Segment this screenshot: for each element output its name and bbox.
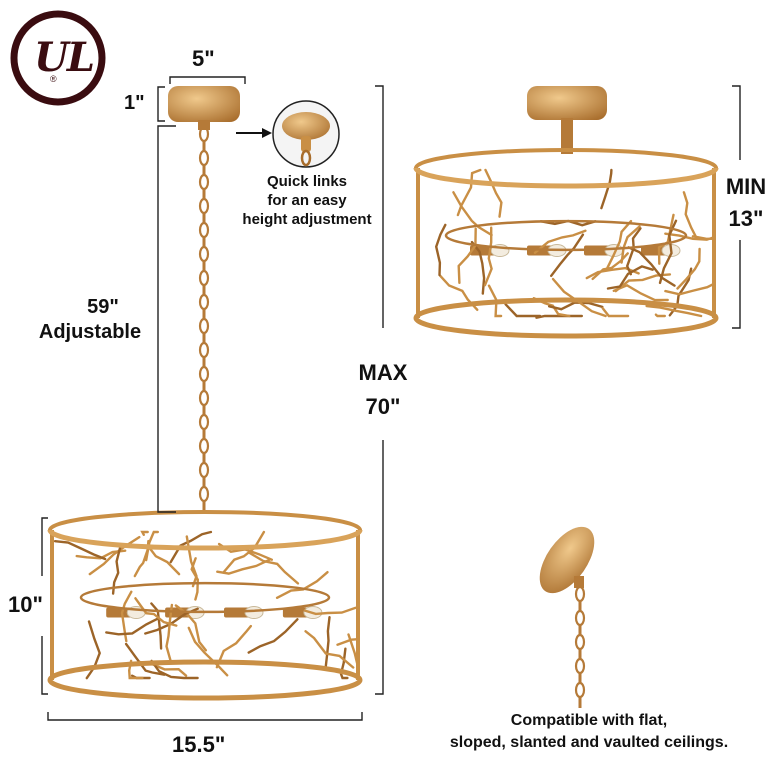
compatibility-line: sloped, slanted and vaulted ceilings. <box>449 734 729 751</box>
shade-width-label: 15.5" <box>172 732 226 757</box>
ul-logo: UL ® <box>14 14 102 102</box>
shade-height-line-top <box>41 517 48 576</box>
canopy-height-line <box>157 86 165 122</box>
semiflush-shade <box>413 148 719 339</box>
quick-links-note: Quick links for an easy height adjustmen… <box>232 172 382 229</box>
quick-links-line: height adjustment <box>242 211 372 228</box>
max-height-value: 70" <box>365 394 401 419</box>
quick-links-line: Quick links <box>266 173 348 190</box>
sloped-chain <box>574 585 586 708</box>
quick-links-line: for an easy <box>267 192 347 209</box>
max-height-title: MAX <box>358 360 408 385</box>
arrow-right-icon <box>236 128 272 138</box>
min-height-line-top <box>732 85 741 160</box>
canopy-height-label: 1" <box>124 92 145 114</box>
sloped-ceiling-canopy <box>539 526 595 594</box>
semiflush-canopy <box>527 86 607 154</box>
quick-link-detail <box>272 100 340 168</box>
compatibility-line: Compatible with flat, <box>510 712 668 729</box>
shade-width-line <box>47 712 363 721</box>
chain-length-line <box>157 125 176 513</box>
max-height-line-bottom <box>375 440 384 695</box>
shade-height-line-bottom <box>41 636 48 695</box>
chain-adjustable-label: Adjustable <box>38 321 142 343</box>
compatibility-note: Compatible with flat, sloped, slanted an… <box>404 710 774 754</box>
canopy-width-label: 5" <box>192 46 215 71</box>
ul-logo-icon <box>10 10 106 106</box>
max-height-line-top <box>375 85 384 328</box>
min-height-line-bottom <box>732 240 741 329</box>
min-height-title: MIN <box>725 174 767 199</box>
pendant-chain <box>198 125 210 512</box>
pendant-shade <box>47 510 363 701</box>
ul-letters: UL <box>34 34 95 81</box>
min-height-value: 13" <box>728 206 764 231</box>
registered-mark: ® <box>50 74 57 84</box>
pendant-canopy <box>168 86 240 130</box>
chain-length-label: 59" <box>87 296 119 318</box>
canopy-width-line <box>169 76 246 84</box>
shade-height-label: 10" <box>8 592 43 617</box>
